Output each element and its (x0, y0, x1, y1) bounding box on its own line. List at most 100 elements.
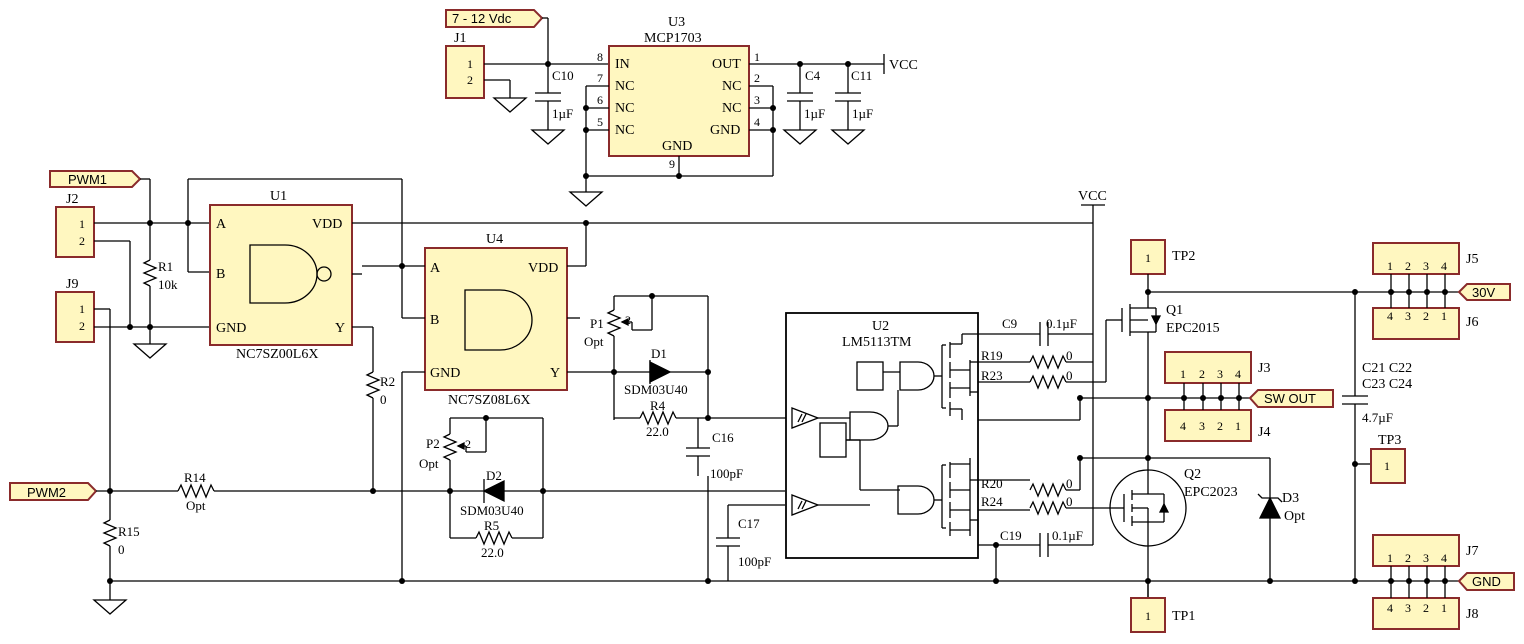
r20-value: 0 (1066, 476, 1073, 491)
u3-part: MCP1703 (644, 31, 702, 46)
c19-ref: C19 (1000, 528, 1022, 543)
c23-c24-ref: C23 C24 (1362, 377, 1412, 392)
u3-pin3: 3 (754, 93, 760, 107)
j5-pin1: 1 (1387, 259, 1393, 273)
u3-pin7: 7 (597, 71, 603, 85)
vcc-label-mid: VCC (1078, 189, 1107, 204)
u2-ref: U2 (872, 319, 889, 334)
tp1-ref: TP1 (1172, 609, 1195, 624)
j8-pin1: 1 (1441, 601, 1447, 615)
q2-transistor: Q2 EPC2023 (1109, 467, 1238, 600)
tp3-pin: 1 (1384, 459, 1390, 473)
j7-connector (1372, 534, 1460, 567)
j8-pin3: 3 (1405, 601, 1411, 615)
j1-pin1: 1 (467, 57, 473, 71)
r14-value: Opt (186, 498, 206, 513)
u4-pin-y: Y (550, 366, 560, 381)
p2-value: Opt (419, 456, 439, 471)
j6-pin2: 2 (1423, 309, 1429, 323)
j8-connector (1372, 597, 1460, 630)
pwm1-port (49, 170, 142, 188)
c11-ref: C11 (851, 68, 872, 83)
j8-pin2: 2 (1423, 601, 1429, 615)
u3-gnd9-label: GND (662, 139, 692, 154)
u4-pin-a: A (430, 261, 441, 276)
r15-value: 0 (118, 542, 125, 557)
tp3-testpoint (1370, 448, 1406, 484)
u3-pin2: 2 (754, 71, 760, 85)
j5-connector (1372, 242, 1460, 275)
u3-gnd-label: GND (710, 123, 740, 138)
j5-pin4: 4 (1441, 259, 1447, 273)
r24-value: 0 (1066, 494, 1073, 509)
u3-ref: U3 (668, 15, 685, 30)
sw-out-port (1248, 389, 1334, 408)
j7-ref: J7 (1466, 544, 1478, 559)
j4-ref: J4 (1258, 425, 1270, 440)
u2-ic (785, 312, 979, 559)
c4-value: 1µF (804, 106, 825, 121)
p1-value: Opt (584, 334, 604, 349)
j2-pin2: 2 (79, 234, 85, 248)
sw-out-port-label: SW OUT (1264, 391, 1316, 406)
r23-ref: R23 (981, 368, 1003, 383)
u3-pin8: 8 (597, 50, 603, 64)
r5-ref: R5 (484, 518, 499, 533)
pwm1-port-label: PWM1 (68, 172, 107, 187)
u2-low-side-fets (941, 458, 978, 536)
c10-value: 1µF (552, 106, 573, 121)
c11-value: 1µF (852, 106, 873, 121)
r14-ref: R14 (184, 470, 206, 485)
j9-pin2: 2 (79, 319, 85, 333)
r24-ref: R24 (981, 494, 1003, 509)
j9-pin1: 1 (79, 302, 85, 316)
j1-pin2: 2 (467, 73, 473, 87)
d2-part: SDM03U40 (460, 503, 524, 518)
and-gate-symbol (464, 289, 533, 351)
tp3-ref: TP3 (1378, 433, 1401, 448)
pwm2-port (9, 482, 98, 501)
output-connectors: J5 1 2 3 4 J6 4 3 2 1 30V J7 1 2 3 4 J8 … (1372, 242, 1515, 630)
u3-pin6: 6 (597, 93, 603, 107)
q1-part: EPC2015 (1166, 321, 1220, 336)
j9-connector (55, 291, 95, 343)
u4-pin-vdd: VDD (528, 261, 558, 276)
u2-part: LM5113TM (842, 335, 912, 350)
j1-ref: J1 (454, 31, 466, 46)
vin-port (445, 9, 544, 28)
c21-c22-ref: C21 C22 (1362, 361, 1412, 376)
q1-ref: Q1 (1166, 303, 1183, 318)
tp2-pin: 1 (1145, 251, 1151, 265)
d2-ref: D2 (486, 468, 502, 483)
u1-pin-gnd: GND (216, 321, 246, 336)
j7-pin1: 1 (1387, 551, 1393, 565)
r5-value: 22.0 (481, 545, 504, 560)
v30-port (1457, 283, 1511, 301)
tp1-pin: 1 (1145, 609, 1151, 623)
j4-pin3: 3 (1199, 419, 1205, 433)
r1-ref: R1 (158, 259, 173, 274)
d2-diode (482, 479, 505, 503)
r2-value: 0 (380, 392, 387, 407)
d1-diode (649, 360, 672, 384)
u4-ic (424, 247, 568, 391)
r15-ref: R15 (118, 524, 140, 539)
q1-transistor: Q1 EPC2015 (1121, 303, 1220, 398)
j4-pin2: 2 (1217, 419, 1223, 433)
r20-ref: R20 (981, 476, 1003, 491)
u1-ic (209, 204, 353, 346)
pwm2-port-label: PWM2 (27, 485, 66, 500)
j6-pin4: 4 (1387, 309, 1393, 323)
c4-ref: C4 (805, 68, 821, 83)
r23-value: 0 (1066, 368, 1073, 383)
c10-ref: C10 (552, 68, 574, 83)
c16-ref: C16 (712, 430, 734, 445)
bulk-cap-value: 4.7µF (1362, 410, 1393, 425)
vcc-label-top: VCC (889, 58, 918, 73)
u3-nc3-label: NC (722, 101, 741, 116)
c9-value: 0.1µF (1046, 316, 1077, 331)
j3-connector (1164, 351, 1252, 384)
j9-ref: J9 (66, 277, 78, 292)
c17-value: 100pF (738, 554, 771, 569)
tp1-testpoint (1130, 597, 1166, 633)
